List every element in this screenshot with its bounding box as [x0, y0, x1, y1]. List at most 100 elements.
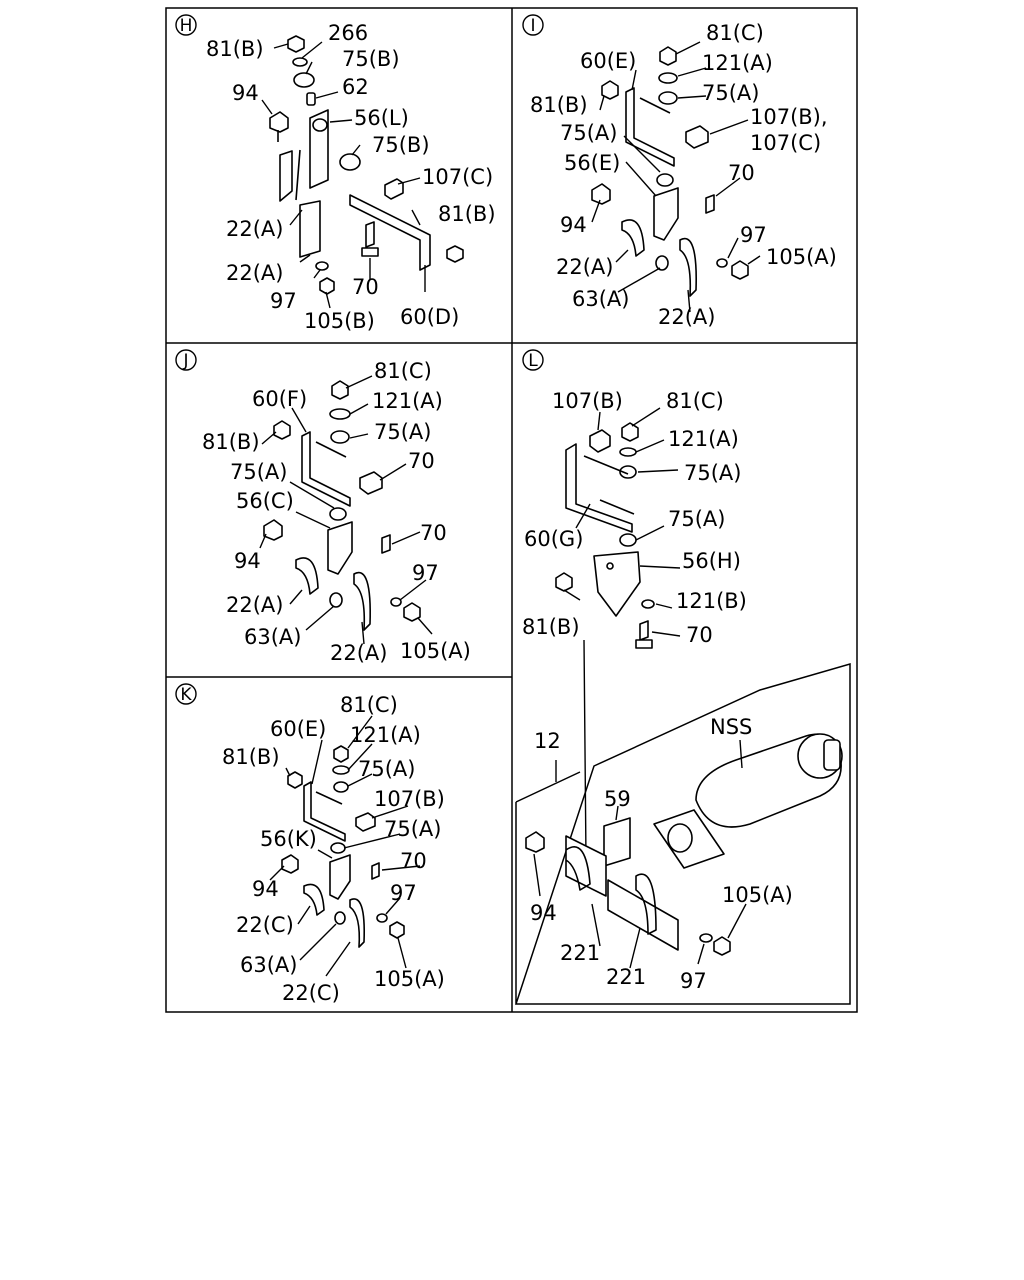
- bushing-75a-2: [619, 533, 637, 547]
- label-70: 70: [728, 161, 755, 185]
- bushing-75a: [333, 781, 349, 793]
- panel-i-letter: I: [530, 16, 535, 36]
- washer-121a: [619, 447, 637, 457]
- label-70: 70: [686, 623, 713, 647]
- label-60d: 60(D): [400, 305, 459, 329]
- label-56e: 56(E): [564, 151, 620, 175]
- bushing-75a-2: [329, 507, 347, 521]
- label-63a: 63(A): [240, 953, 297, 977]
- clamp-22a-2: [679, 237, 697, 297]
- nut-105a: [389, 921, 405, 939]
- clamp-221-2: [607, 873, 679, 951]
- bushing-75a: [658, 91, 678, 105]
- bracket-56h: [593, 551, 641, 617]
- bracket-60e: [303, 781, 346, 842]
- nut-81b: [287, 35, 305, 53]
- bolt-70: [361, 221, 379, 257]
- label-81b-2: 81(B): [438, 202, 496, 226]
- label-63a: 63(A): [572, 287, 629, 311]
- label-56l: 56(L): [354, 106, 409, 130]
- label-221-2: 221: [606, 965, 646, 989]
- label-63a: 63(A): [244, 625, 301, 649]
- panel-i: I 81(C) 60(E) 121(A) 75(A) 81(B) 107(B),…: [522, 14, 837, 329]
- label-60g: 60(G): [524, 527, 583, 551]
- washer-121a: [329, 408, 351, 420]
- clamp-22c-2: [349, 898, 366, 948]
- label-107c: 107(C): [750, 131, 821, 155]
- label-94: 94: [530, 901, 557, 925]
- label-70: 70: [400, 849, 427, 873]
- label-56c: 56(C): [236, 489, 294, 513]
- bolt-94: [269, 111, 289, 142]
- clamp-221: [565, 835, 607, 897]
- label-105b: 105(B): [304, 309, 375, 333]
- label-121a: 121(A): [350, 723, 421, 747]
- bolt-107b: [355, 812, 376, 832]
- nut-81b-2: [446, 245, 464, 263]
- panel-k: K 81(C) 60(E) 121(A) 81(B) 75(A) 107(B) …: [175, 683, 445, 1005]
- label-107b: 107(B): [374, 787, 445, 811]
- bolt-70-top: [359, 471, 383, 495]
- spacer-62: [306, 92, 316, 106]
- spacer-63a: [655, 255, 669, 271]
- label-121a: 121(A): [668, 427, 739, 451]
- label-94: 94: [560, 213, 587, 237]
- label-81b: 81(B): [530, 93, 588, 117]
- washer-97: [716, 258, 728, 268]
- label-81c: 81(C): [340, 693, 398, 717]
- label-75a-2: 75(A): [560, 121, 617, 145]
- label-81b: 81(B): [222, 745, 280, 769]
- label-75a-2: 75(A): [384, 817, 441, 841]
- bracket-56e: [653, 187, 679, 241]
- clamp-22c: [303, 883, 325, 916]
- bushing-75a-2: [656, 173, 674, 187]
- panel-h-letter: H: [180, 16, 193, 36]
- panel-j-letter: J: [182, 351, 188, 371]
- label-97: 97: [390, 881, 417, 905]
- label-60e: 60(E): [580, 49, 636, 73]
- label-94: 94: [252, 877, 279, 901]
- label-81b: 81(B): [206, 37, 264, 61]
- nut-81c: [659, 46, 677, 66]
- label-56k: 56(K): [260, 827, 317, 851]
- label-75a: 75(A): [358, 757, 415, 781]
- nut-81b: [555, 572, 573, 592]
- label-75a-2: 75(A): [230, 460, 287, 484]
- label-94: 94: [232, 81, 259, 105]
- bracket-56k: [329, 854, 351, 900]
- label-81c: 81(C): [666, 389, 724, 413]
- bracket-60f: [301, 431, 351, 507]
- label-105a: 105(A): [374, 967, 445, 991]
- label-94: 94: [234, 549, 261, 573]
- label-81c: 81(C): [374, 359, 432, 383]
- bolt-70: [371, 862, 380, 880]
- label-121a: 121(A): [372, 389, 443, 413]
- label-nss: NSS: [710, 715, 752, 739]
- label-105a: 105(A): [722, 883, 793, 907]
- label-121a: 121(A): [702, 51, 773, 75]
- label-75b: 75(B): [342, 47, 400, 71]
- clamp-22a: [621, 219, 645, 257]
- label-62: 62: [342, 75, 369, 99]
- bolt-107c: [384, 178, 404, 200]
- label-121b: 121(B): [676, 589, 747, 613]
- bracket-56c: [327, 521, 353, 575]
- label-107b: 107(B),: [750, 105, 828, 129]
- bolt-107: [685, 125, 709, 149]
- label-107c: 107(C): [422, 165, 493, 189]
- panel-l: L 107(B) 81(C) 121(A) 75(A) 75: [514, 349, 851, 1005]
- nut-81b: [273, 420, 291, 440]
- label-81b: 81(B): [522, 615, 580, 639]
- bracket-60e: [625, 87, 675, 167]
- nut-105a: [403, 602, 421, 622]
- washer-266: [292, 57, 308, 67]
- clamp-22a: [295, 557, 319, 595]
- panel-h: H 81(B) 266 75(B) 62 94 56(L) 75(B) 107(…: [175, 14, 496, 333]
- label-22a: 22(A): [556, 255, 613, 279]
- bushing-75a: [619, 465, 637, 479]
- washer-97: [315, 261, 329, 271]
- label-75b-2: 75(B): [372, 133, 430, 157]
- nut-81c: [331, 380, 349, 400]
- clamp-22a-upper: [279, 149, 301, 202]
- nut-105a: [731, 260, 749, 280]
